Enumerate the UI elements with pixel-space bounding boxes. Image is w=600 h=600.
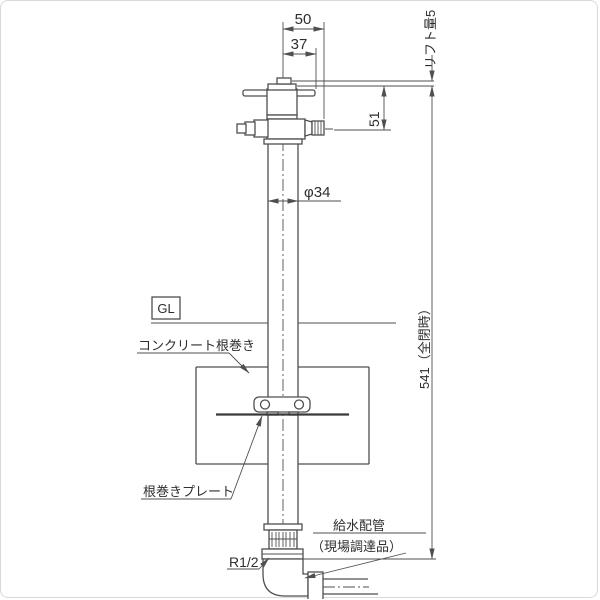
standpipe: [267, 144, 299, 524]
elbow-socket: [307, 571, 324, 599]
dim-541-label: 541（全閉時）: [417, 302, 432, 389]
lower-body: [266, 118, 306, 140]
dim-pipe-diameter: φ34: [267, 184, 341, 204]
ground-level: GL: [151, 296, 396, 324]
base-plate: [216, 396, 349, 416]
bonnet: [266, 88, 298, 116]
supply-pipe: [323, 578, 378, 595]
spindle-cap: [276, 77, 292, 85]
dim-50-label: 50: [295, 11, 312, 28]
body-flange: [263, 138, 303, 145]
dim-541-overall: 541（全閉時）: [301, 85, 436, 560]
bottom-fitting: [261, 523, 378, 599]
concrete-base-label: コンクリート根巻き: [138, 338, 255, 353]
union-knurl: [268, 529, 298, 550]
dim-37-label: 37: [291, 36, 308, 53]
pipe-collar: [263, 523, 303, 531]
dim-51-label: 51: [366, 111, 382, 127]
supply-pipe-sublabel: （現場調達品）: [311, 539, 402, 554]
leader-concrete-base: コンクリート根巻き: [137, 338, 255, 374]
thread-size-label: R1/2: [229, 554, 259, 570]
leader-supply-pipe: 給水配管 （現場調達品）: [304, 518, 426, 579]
base-plate-label: 根巻きプレート: [143, 484, 234, 499]
dim-top-widths: 50 37: [282, 11, 325, 119]
gl-label: GL: [157, 301, 174, 316]
dim-51: 51: [334, 85, 391, 131]
left-coupling: [236, 119, 269, 138]
spout: [304, 119, 325, 137]
leader-base-plate: 根巻きプレート: [141, 415, 263, 500]
supply-pipe-label: 給水配管: [333, 518, 385, 533]
packing-nut: [267, 83, 297, 91]
leader-thread-size: R1/2: [227, 554, 270, 570]
gl-box: [151, 296, 181, 320]
lift-amount-label: リフト量5: [423, 10, 438, 69]
faucet-head: [236, 77, 325, 145]
dim-phi34-label: φ34: [304, 184, 330, 201]
elbow-fitting: [262, 558, 309, 597]
dim-lift-amount: リフト量5: [292, 10, 438, 87]
concrete-base: [195, 366, 370, 465]
